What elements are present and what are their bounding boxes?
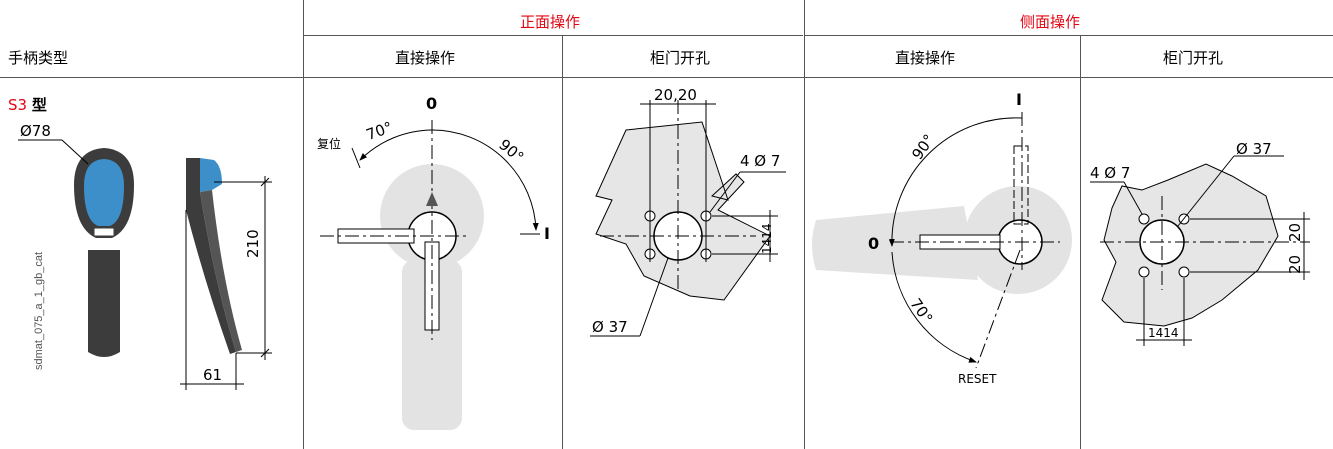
group-underline-front	[303, 35, 803, 36]
front-cutout-panel	[595, 121, 771, 301]
side-cutout-panel	[1101, 163, 1279, 327]
header-divider	[0, 77, 1333, 78]
front-on-position: I	[544, 224, 550, 243]
side-knob	[890, 112, 1060, 369]
handle-height-label: 210	[244, 229, 262, 258]
side-cutout-spacing-upper: 20	[1286, 222, 1304, 242]
side-on-position: I	[1016, 90, 1022, 109]
front-cutout-center-hole: Ø 37	[592, 318, 628, 336]
handle-diameter-label: Ø78	[20, 122, 51, 140]
handle-type-suffix: 型	[31, 96, 47, 114]
handle-width-label: 61	[203, 366, 223, 384]
separator-4	[1080, 36, 1081, 449]
front-reset-label: 复位	[317, 137, 342, 151]
side-cutout-spacing-lower: 20	[1286, 254, 1304, 274]
column-header-side-door: 柜门开孔	[1163, 49, 1224, 67]
diameter-leader	[18, 139, 89, 165]
drawing-code: sdmat_075_a_1_gb_cat	[33, 252, 45, 370]
front-zero-position: 0	[426, 94, 438, 113]
separator-2	[562, 36, 563, 449]
front-operation-header: 正面操作	[520, 13, 581, 31]
height-dimension	[214, 176, 272, 360]
side-reset-label: RESET	[958, 372, 997, 386]
side-rotation-arcs	[888, 117, 1023, 363]
column-header-handle-type: 手柄类型	[8, 49, 69, 67]
column-header-side-direct: 直接操作	[895, 49, 956, 67]
front-rotation-arcs	[351, 129, 540, 235]
separator-1	[303, 0, 304, 449]
front-knob	[320, 120, 470, 340]
side-cutout-center-hole: Ø 37	[1236, 140, 1272, 158]
side-operation-header: 侧面操作	[1020, 13, 1081, 31]
front-cutout-side-spacing: 1414	[760, 223, 774, 254]
separator-3	[804, 0, 805, 449]
column-header-front-door: 柜门开孔	[650, 49, 711, 67]
side-cutout-holes	[1090, 155, 1310, 346]
handle-type-label: S3 型	[8, 94, 47, 115]
side-zero-position: 0	[868, 234, 880, 253]
handle-type-code: S3	[8, 96, 28, 114]
width-dimension	[180, 210, 244, 390]
column-header-front-direct: 直接操作	[395, 49, 456, 67]
front-cutout-holes-label: 4 Ø 7	[740, 152, 781, 170]
handle-front-view	[74, 148, 134, 357]
side-cutout-bottom-spacing: 1414	[1148, 326, 1179, 340]
side-cutout-holes-label: 4 Ø 7	[1090, 164, 1131, 182]
group-underline-side	[804, 35, 1333, 36]
front-cutout-holes	[590, 100, 786, 337]
front-cutout-spacing: 20,20	[654, 86, 697, 104]
handle-side-view	[186, 158, 242, 354]
